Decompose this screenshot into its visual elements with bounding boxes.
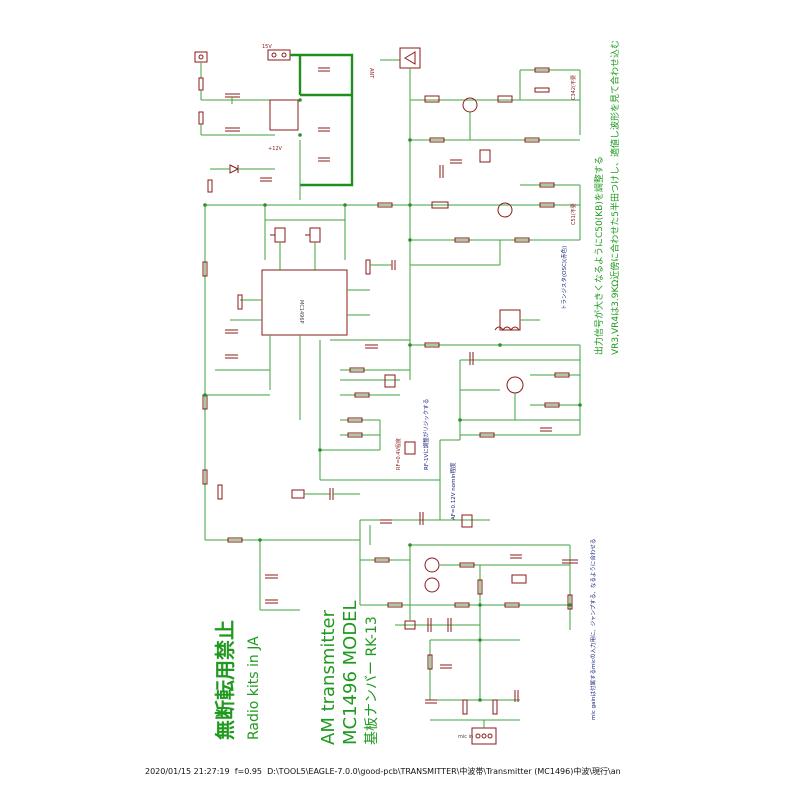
model-title: MC1496 MODEL (340, 600, 361, 745)
v15-label: 15V (262, 44, 272, 50)
tp3-testpoint (479, 149, 491, 163)
tp2-testpoint (291, 489, 305, 499)
osc-note: トランジスタ(OSC)(赤色) (560, 246, 568, 310)
rf-note-1: RF=0.4V程度 (395, 438, 402, 470)
tp1-testpoint (404, 441, 416, 455)
c51-note: C51(不要 (571, 203, 577, 225)
ant-label: ANT (368, 68, 374, 79)
adjust-note-2: VR3,VR4は3.9KΩ近傍に合わせた5半田つけし、適値し波形を見て合わせ込む (609, 40, 621, 355)
af-amplifier-section: AF=0.12V nomin程度 (359, 462, 578, 745)
footer-datetime: 2020/01/15 21:27:19 (145, 767, 230, 776)
regulator-ic (269, 99, 299, 131)
radio-kits-text: Radio kits in JA (246, 636, 262, 740)
rf-amplifier-section: ANT (368, 47, 581, 345)
prohibit-text: 無断転用禁止 (213, 620, 237, 740)
v15-header (267, 49, 291, 61)
rf-note-2: RF-1Vに調整がリジックする (422, 399, 430, 470)
adjust-note-1: 出力信号が大きくなるようにC50(KB)を調整する (593, 156, 605, 355)
junctions (203, 98, 582, 702)
power-section: 15V +12V (194, 44, 354, 200)
power-connector (194, 51, 208, 63)
ic-name-label: MC1496P (298, 300, 304, 324)
mic-in-label: mic in (458, 734, 473, 740)
am-transmitter-title: AM transmitter (318, 609, 339, 745)
c342-note: C342(不要 (571, 75, 577, 100)
oscillator-section: トランジスタ(OSC)(赤色) (410, 246, 581, 520)
v12-label: +12V (268, 146, 283, 152)
mic-gain-note: mic gainは付属するmicの入力用に、ジャンプする、なるように合わせる (589, 539, 597, 720)
board-number-title: 基板ナンバー RK-13 (363, 616, 380, 745)
trim-pots (264, 205, 346, 270)
footer-factor: f=0.95 (234, 767, 263, 776)
footer-info: 2020/01/15 21:27:19 f=0.95 D:\TOOL5\EAGL… (145, 766, 795, 777)
mc1496-ic: MC1496P (215, 259, 371, 420)
footer-path: D:\TOOL5\EAGLE-7.0.0\good-pcb\TRANSMITTE… (267, 767, 621, 776)
af-note: AF=0.12V nomin程度 (449, 462, 457, 520)
